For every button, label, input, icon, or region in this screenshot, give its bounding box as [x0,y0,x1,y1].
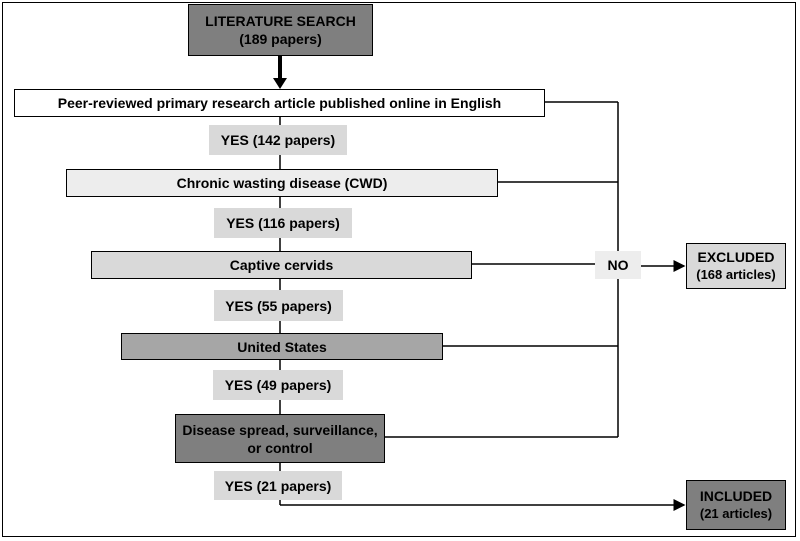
literature-search-count: (189 papers) [239,31,322,47]
yes-label-1: YES (142 papers) [209,125,347,155]
included-count: (21 articles) [699,506,773,521]
yes-label-3: YES (55 papers) [214,290,343,321]
literature-search-title: LITERATURE SEARCH [205,13,356,29]
included-box: INCLUDED (21 articles) [686,480,786,530]
criterion-united-states-label: United States [237,338,327,355]
yes-label-5: YES (21 papers) [214,471,342,500]
yes-label-4: YES (49 papers) [213,370,343,400]
yes-label-2: YES (116 papers) [214,208,352,238]
criterion-cwd-box: Chronic wasting disease (CWD) [66,169,498,197]
criterion-united-states-box: United States [121,333,443,360]
literature-search-box: LITERATURE SEARCH (189 papers) [188,4,373,56]
included-title: INCLUDED [699,488,773,504]
criterion-disease-spread-line2: or control [247,439,313,456]
excluded-title: EXCLUDED [697,249,775,265]
criterion-cwd-label: Chronic wasting disease (CWD) [176,175,388,191]
criterion-captive-cervids-label: Captive cervids [229,257,334,273]
criterion-captive-cervids-box: Captive cervids [91,251,472,279]
no-label: NO [595,251,641,279]
criterion-peer-reviewed-label: Peer-reviewed primary research article p… [57,95,502,111]
criterion-peer-reviewed-box: Peer-reviewed primary research article p… [14,89,545,117]
criterion-disease-spread-line1: Disease spread, surveillance, [182,421,378,438]
criterion-disease-spread-box: Disease spread, surveillance, or control [175,414,385,463]
excluded-box: EXCLUDED (168 articles) [686,243,786,289]
start-arrow-head [273,78,287,89]
excluded-count: (168 articles) [696,267,776,282]
